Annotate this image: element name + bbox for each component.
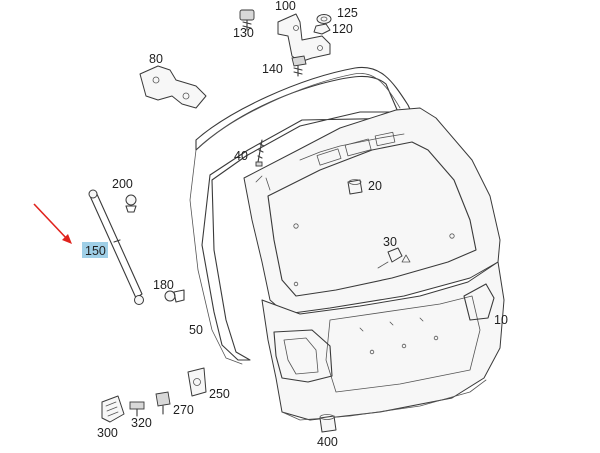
label-130: 130 [233,26,254,40]
part-40-stud [255,139,265,167]
label-140: 140 [262,62,283,76]
label-400: 400 [317,435,338,449]
part-125-washer [316,14,332,24]
part-270-bolt [155,391,171,415]
part-20-bumper [347,179,363,195]
label-20: 20 [368,179,382,193]
label-320: 320 [131,416,152,430]
part-30-clip [377,247,403,269]
part-180-ball-stud [164,289,185,303]
part-150-highlight [82,242,108,258]
label-30: 30 [383,235,397,249]
label-80: 80 [149,52,163,66]
tailgate-body [243,107,505,421]
part-300-latch [101,395,125,423]
label-125: 125 [337,6,358,20]
tailgate-seal [189,66,415,365]
label-300: 300 [97,426,118,440]
label-180: 180 [153,278,174,292]
label-150: 150 [85,244,106,258]
label-100: 100 [275,0,296,13]
label-270: 270 [173,403,194,417]
part-100-hinge [277,13,331,63]
part-250-lock [187,367,207,397]
label-120: 120 [332,22,353,36]
red-pointer-arrow-icon [33,203,72,244]
label-250: 250 [209,387,230,401]
label-50: 50 [189,323,203,337]
label-200: 200 [112,177,133,191]
part-80-hinge [139,65,207,109]
part-320-screw [129,401,145,417]
part-400-switch [319,414,337,433]
label-40: 40 [234,149,248,163]
part-150-gas-strut [88,189,144,305]
part-200-ball-stud [125,194,137,213]
label-10: 10 [494,313,508,327]
part-130-bolt [239,9,255,31]
part-120-nut [313,23,331,35]
part-140-screw [291,55,307,77]
